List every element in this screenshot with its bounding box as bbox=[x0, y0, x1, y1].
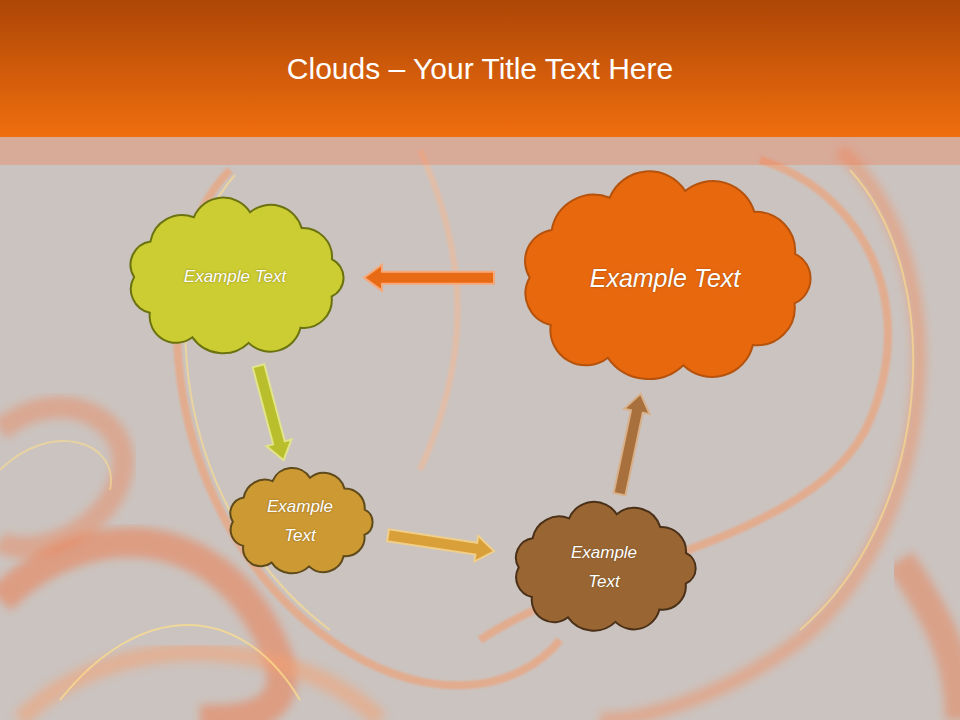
title-bar bbox=[0, 0, 960, 137]
cloud-content: Example Text bbox=[112, 195, 358, 360]
cloud-node: Example Text bbox=[112, 195, 358, 360]
cloud-node: Example Text bbox=[500, 168, 830, 388]
cloud-node: Example Text bbox=[500, 500, 708, 636]
block-arrow bbox=[364, 265, 494, 291]
cloud-outline bbox=[525, 171, 811, 379]
block-arrow bbox=[387, 529, 494, 561]
cloud-outline bbox=[131, 198, 344, 354]
block-arrow bbox=[253, 364, 292, 460]
cloud-outline bbox=[516, 502, 696, 631]
cloud-content: Example Text bbox=[500, 168, 830, 388]
cloud-text: Example Text bbox=[590, 257, 741, 300]
cloud-shape bbox=[500, 500, 708, 636]
cloud-content: Example Text bbox=[500, 500, 708, 636]
cloud-text: Example Text bbox=[255, 493, 345, 551]
cloud-text: Example Text bbox=[559, 539, 649, 597]
title-band bbox=[0, 137, 960, 165]
title-area: Clouds – Your Title Text Here bbox=[0, 0, 960, 137]
cloud-outline bbox=[230, 468, 372, 573]
block-arrow bbox=[614, 394, 650, 495]
swirls bbox=[0, 150, 960, 720]
cloud-node: Example Text bbox=[218, 466, 382, 578]
cloud-shape bbox=[218, 466, 382, 578]
cloud-content: Example Text bbox=[218, 466, 382, 578]
cloud-text: Example Text bbox=[184, 263, 286, 292]
slide-title: Clouds – Your Title Text Here bbox=[287, 52, 673, 86]
